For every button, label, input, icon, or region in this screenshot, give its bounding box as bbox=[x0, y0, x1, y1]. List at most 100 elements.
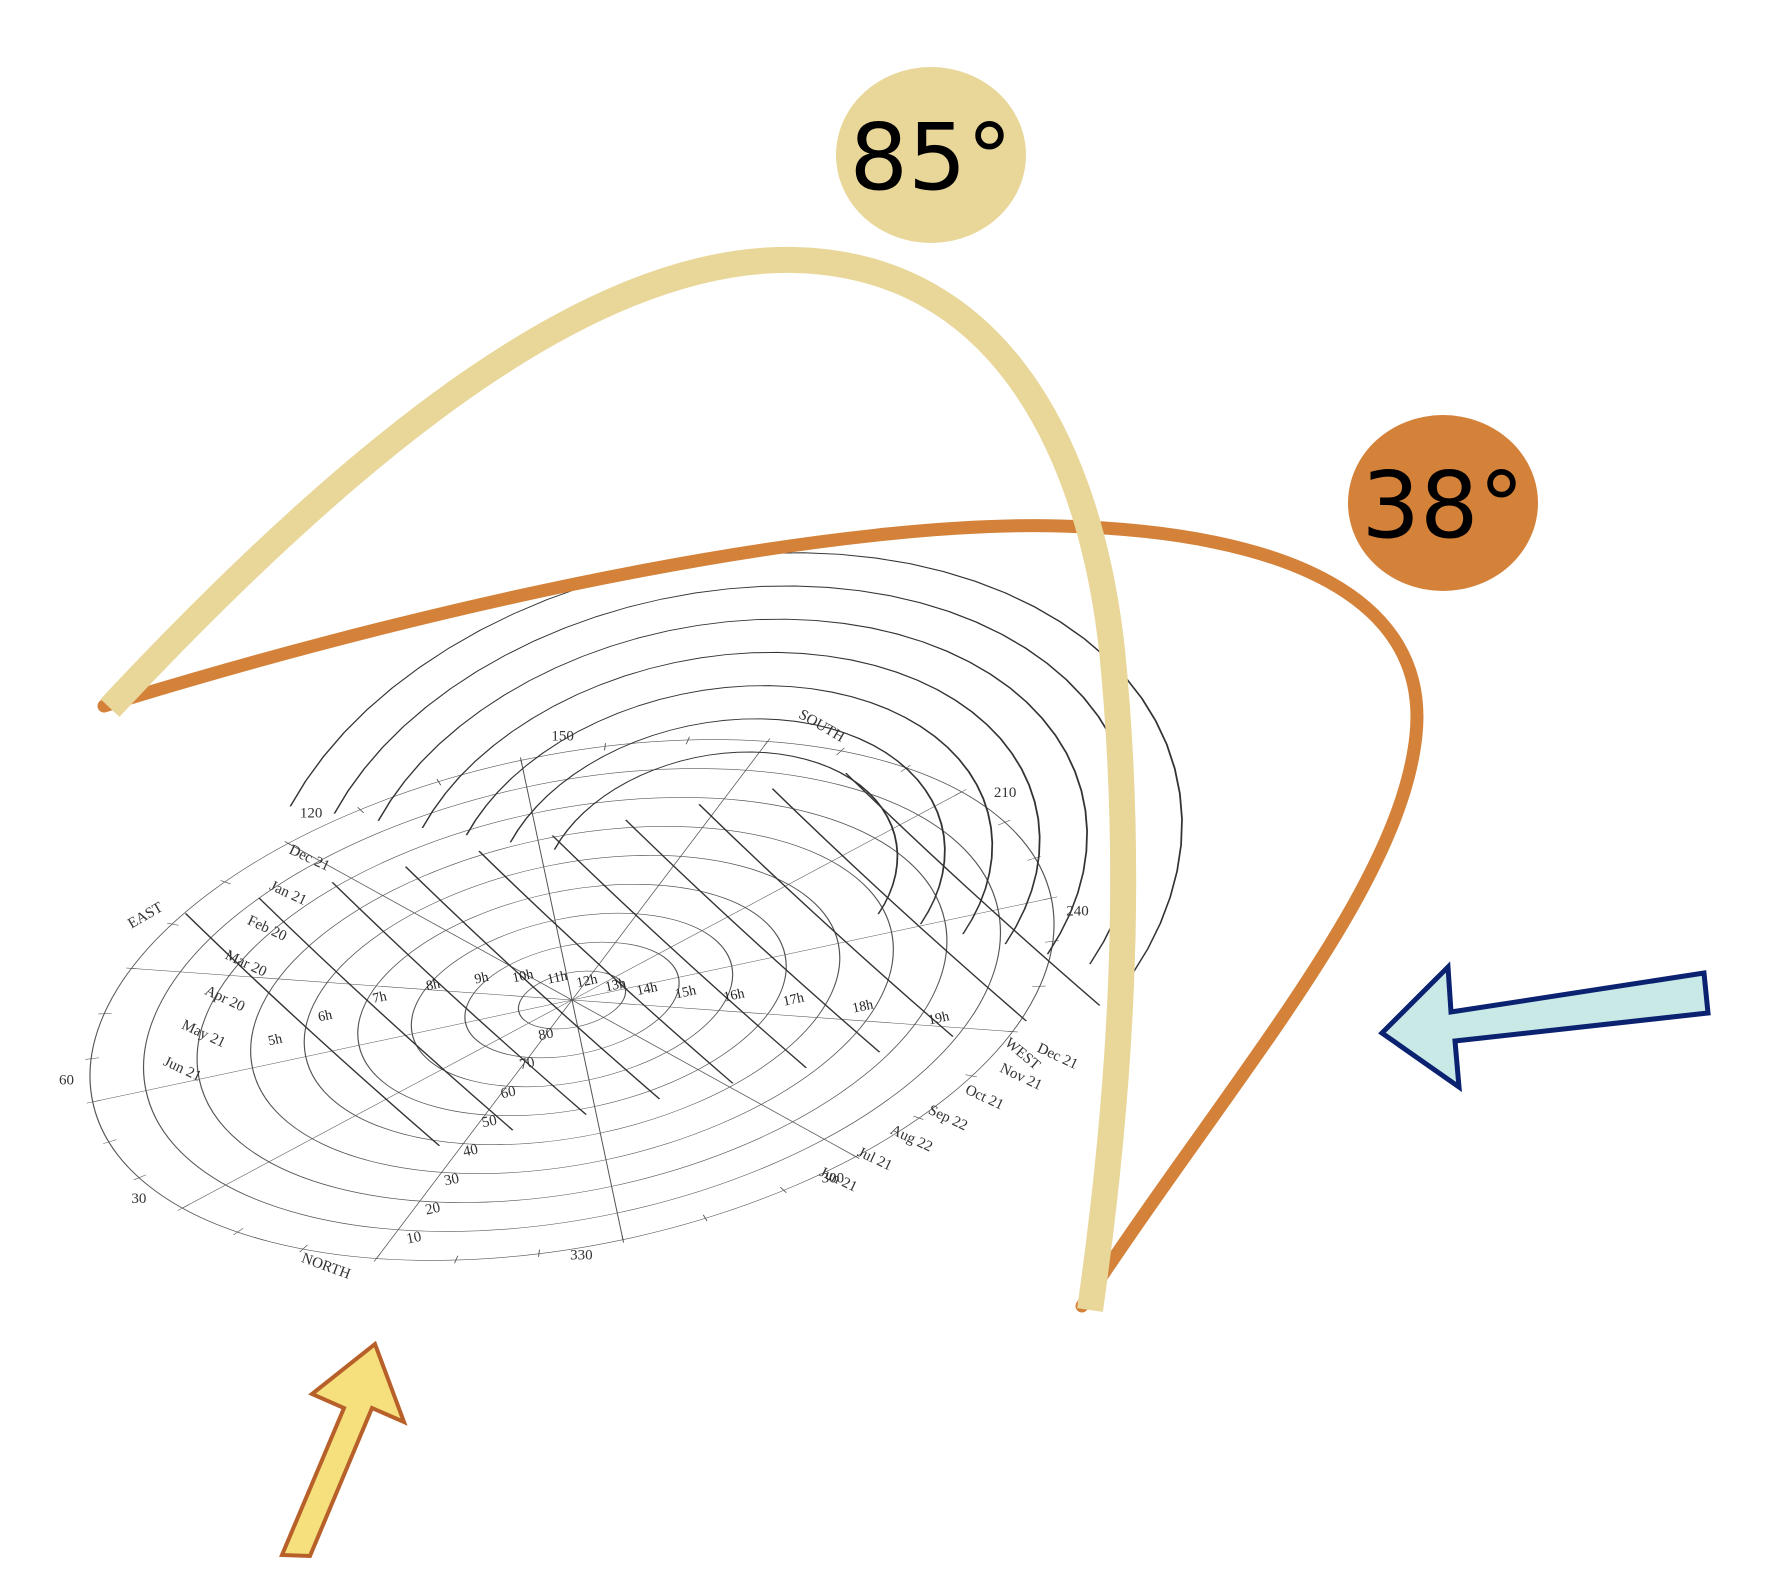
azimuth-tick bbox=[850, 1153, 860, 1159]
winter-altitude-label: 38° bbox=[1361, 452, 1524, 559]
up-arrow-icon bbox=[279, 1340, 408, 1559]
date-curve bbox=[465, 685, 994, 935]
azimuth-spoke bbox=[182, 999, 573, 1209]
polar-grid bbox=[85, 736, 1059, 1264]
azimuth-tick bbox=[233, 1228, 244, 1236]
hour-label: 18h bbox=[851, 998, 875, 1017]
date-label-left: Feb 20 bbox=[245, 913, 289, 945]
summer-altitude-badge: 85° bbox=[836, 67, 1026, 243]
azimuth-tick bbox=[177, 1204, 190, 1211]
hour-label: 5h bbox=[267, 1032, 284, 1050]
azimuth-label: 330 bbox=[570, 1248, 593, 1264]
winter-sun-arc bbox=[97, 519, 1424, 1313]
azimuth-tick bbox=[1005, 1030, 1019, 1033]
altitude-label: 10 bbox=[405, 1229, 423, 1248]
azimuth-tick bbox=[685, 736, 690, 745]
hour-label: 12h bbox=[575, 972, 599, 991]
azimuth-tick bbox=[98, 1013, 112, 1015]
azimuth-spoke bbox=[571, 999, 624, 1240]
cardinal-label-east: EAST bbox=[125, 900, 165, 933]
azimuth-tick bbox=[220, 880, 231, 885]
date-curve bbox=[509, 718, 946, 925]
hour-label: 13h bbox=[604, 976, 628, 995]
hour-curve bbox=[184, 913, 441, 1147]
azimuth-spoke bbox=[571, 791, 962, 1001]
date-label-left: Jan 21 bbox=[267, 878, 309, 909]
hour-label: 7h bbox=[371, 989, 388, 1007]
hour-curve bbox=[331, 881, 587, 1115]
azimuth-spoke bbox=[376, 999, 573, 1259]
date-label-left: Apr 20 bbox=[202, 983, 247, 1015]
azimuth-label: 120 bbox=[300, 805, 323, 821]
hour-label: 17h bbox=[782, 991, 806, 1010]
date-curve bbox=[421, 651, 1041, 945]
hour-label: 16h bbox=[722, 986, 746, 1005]
sun-path-labels: 1201502102403003303060EASTSOUTHWESTNORTH… bbox=[59, 707, 1089, 1283]
azimuth-tick bbox=[1032, 985, 1046, 987]
hour-curve bbox=[845, 772, 1101, 1006]
azimuth-tick bbox=[166, 922, 179, 926]
azimuth-tick bbox=[621, 1235, 625, 1243]
azimuth-spoke bbox=[571, 897, 1052, 1001]
hour-label: 6h bbox=[317, 1008, 334, 1026]
azimuth-label: 300 bbox=[822, 1171, 845, 1187]
summer-sun-arc bbox=[100, 246, 1137, 1312]
hour-curve bbox=[771, 788, 1027, 1022]
azimuth-tick bbox=[1043, 896, 1058, 901]
altitude-label: 30 bbox=[443, 1171, 461, 1190]
left-arrow-icon bbox=[1378, 961, 1711, 1093]
azimuth-tick bbox=[125, 967, 139, 970]
hour-label: 11h bbox=[546, 969, 569, 988]
azimuth-tick bbox=[133, 1174, 147, 1181]
azimuth-tick bbox=[763, 738, 771, 746]
altitude-label: 60 bbox=[499, 1083, 517, 1102]
azimuth-tick bbox=[299, 1244, 308, 1253]
hour-curve bbox=[551, 835, 807, 1069]
hour-curve bbox=[478, 850, 734, 1084]
hour-label: 9h bbox=[473, 970, 490, 988]
date-label-right: Dec 21 bbox=[1035, 1040, 1081, 1073]
azimuth-tick bbox=[997, 819, 1011, 826]
azimuth-spoke bbox=[520, 760, 573, 1001]
hour-label: 14h bbox=[635, 980, 659, 999]
hour-label: 15h bbox=[674, 983, 698, 1002]
altitude-label: 50 bbox=[480, 1113, 498, 1132]
azimuth-spoke bbox=[571, 999, 857, 1157]
hour-label: 8h bbox=[425, 977, 442, 995]
date-label-right: Jun 21 bbox=[817, 1164, 860, 1195]
cardinal-label-south: SOUTH bbox=[796, 707, 847, 746]
hour-curve bbox=[404, 866, 661, 1100]
azimuth-tick bbox=[357, 807, 365, 813]
azimuth-label: 60 bbox=[59, 1073, 74, 1089]
hour-curve bbox=[625, 819, 881, 1053]
date-curve bbox=[377, 618, 1088, 955]
azimuth-tick bbox=[436, 778, 442, 786]
azimuth-spoke bbox=[131, 968, 573, 1001]
sun-path-diagram bbox=[85, 552, 1183, 1264]
azimuth-tick bbox=[284, 841, 294, 847]
date-curve bbox=[553, 751, 899, 915]
date-label-right: Oct 21 bbox=[963, 1082, 1006, 1114]
altitude-label: 70 bbox=[518, 1054, 536, 1073]
azimuth-tick bbox=[604, 743, 606, 751]
azimuth-label: 240 bbox=[1066, 903, 1089, 919]
date-label-right: Jul 21 bbox=[855, 1144, 895, 1174]
date-curve bbox=[333, 585, 1136, 965]
hour-curve bbox=[258, 897, 514, 1131]
azimuth-tick bbox=[954, 789, 967, 796]
azimuth-label: 30 bbox=[131, 1191, 146, 1207]
azimuth-label: 210 bbox=[994, 785, 1017, 801]
summer-altitude-label: 85° bbox=[849, 104, 1012, 211]
azimuth-spoke bbox=[571, 999, 1013, 1032]
azimuth-spoke bbox=[287, 843, 573, 1001]
hour-label: 10h bbox=[511, 967, 535, 986]
winter-altitude-badge: 38° bbox=[1348, 415, 1538, 591]
azimuth-tick bbox=[836, 747, 845, 756]
azimuth-label: 150 bbox=[551, 728, 574, 744]
azimuth-spoke bbox=[571, 741, 768, 1001]
date-label-left: Dec 21 bbox=[286, 842, 332, 875]
azimuth-tick bbox=[373, 1254, 381, 1262]
hour-label: 19h bbox=[927, 1009, 951, 1028]
azimuth-tick bbox=[103, 1139, 117, 1144]
